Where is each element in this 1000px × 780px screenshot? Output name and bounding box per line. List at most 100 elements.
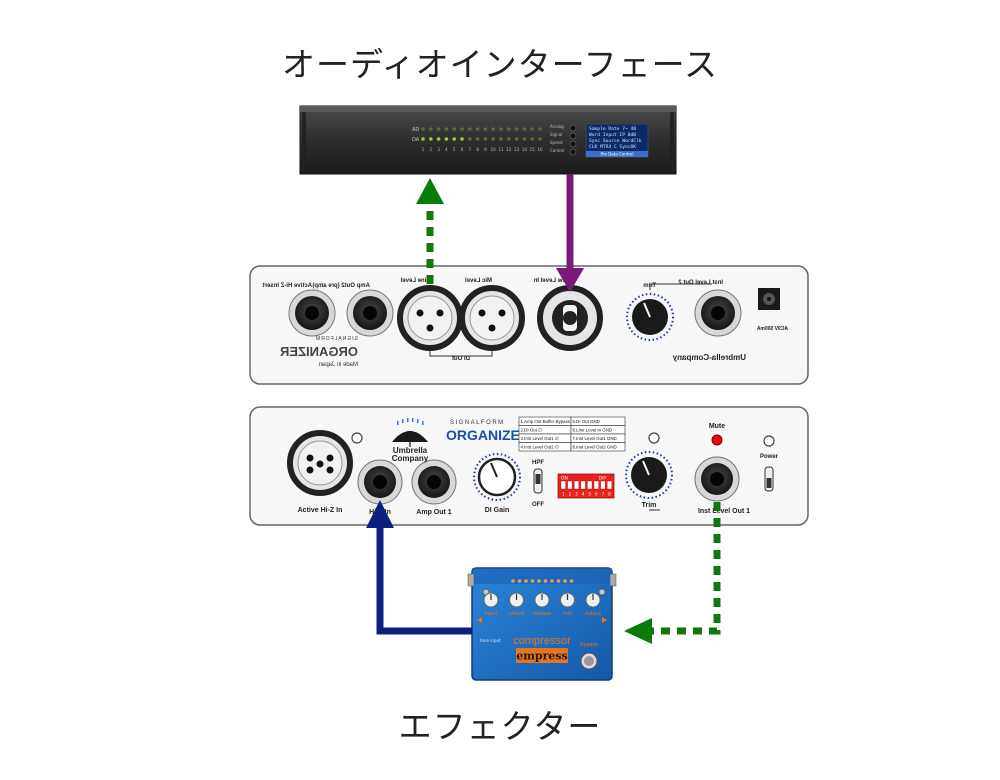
rack-led bbox=[499, 137, 503, 141]
rack-led bbox=[491, 137, 496, 141]
pedal-name: compressor bbox=[513, 635, 571, 647]
di-gain-label: DI Gain bbox=[485, 507, 510, 514]
rack-led bbox=[475, 137, 480, 141]
rack-row-label-da: DA bbox=[412, 137, 420, 143]
pedal-knob-label: output bbox=[585, 611, 602, 617]
pedal-knob-output[interactable] bbox=[585, 592, 601, 608]
bypass-label: bypass bbox=[580, 642, 598, 648]
rack-button[interactable] bbox=[569, 124, 577, 132]
rack-led bbox=[460, 137, 464, 141]
settings-table-text: 1.Amp Out Buffer Bypass bbox=[521, 419, 571, 424]
dip-key[interactable] bbox=[600, 480, 606, 490]
rack-button[interactable] bbox=[569, 148, 577, 156]
rack-led bbox=[522, 127, 527, 131]
dip-key[interactable] bbox=[587, 480, 593, 490]
rack-button[interactable] bbox=[569, 140, 577, 148]
pedal-knob-input[interactable] bbox=[483, 592, 499, 608]
rack-led bbox=[530, 127, 534, 131]
power-led bbox=[763, 435, 775, 447]
pedal-led bbox=[537, 579, 541, 583]
pedal-led bbox=[524, 579, 528, 583]
dip-key[interactable] bbox=[574, 480, 580, 490]
back-brand: ORGANIZER bbox=[279, 344, 358, 359]
settings-table-text: 6.Line Level In GND bbox=[573, 428, 613, 433]
back-brand-small: SIGNALFORM bbox=[315, 336, 358, 342]
dc-spec-label: AC9V 500mA bbox=[756, 326, 788, 332]
rack-button[interactable] bbox=[569, 132, 577, 140]
amp-out1-label: Amp Out 1 bbox=[416, 509, 451, 516]
rack-led bbox=[507, 137, 511, 141]
organizer-front-panel: Active Hi-Z In Hi-Z In Amp Out 1 Umbrell… bbox=[249, 406, 809, 526]
svg-text:ON: ON bbox=[561, 476, 568, 482]
rack-channel-number: 12 bbox=[506, 147, 512, 152]
rack-channel-number: 2 bbox=[430, 147, 433, 152]
pedal-knob-label: attack bbox=[509, 611, 525, 617]
dip-key-number: 1 bbox=[562, 492, 565, 497]
umbrella-company-logo: Umbrella Company bbox=[392, 418, 429, 463]
front-brand-small: SIGNALFORM bbox=[450, 420, 505, 426]
amp-out2-label: Amp Out2 (pre amp) bbox=[312, 283, 370, 289]
rack-led bbox=[468, 137, 472, 141]
rack-display-line: Sample Rate 7~ 48 bbox=[589, 126, 636, 132]
active-hiz-in-label: Active Hi-Z In bbox=[298, 507, 343, 514]
pedal-knob-attack[interactable] bbox=[509, 592, 524, 608]
rack-side-label: Control bbox=[550, 148, 564, 153]
settings-table-text: 2.DI Out ∅ bbox=[521, 428, 543, 433]
pedal-knob-label: release bbox=[533, 611, 551, 617]
rack-led bbox=[436, 137, 441, 141]
pedal-knob-release[interactable] bbox=[534, 592, 550, 608]
pedal-led bbox=[543, 579, 548, 583]
dip-key[interactable] bbox=[593, 480, 599, 490]
front-trim-label: Trim bbox=[642, 502, 657, 509]
settings-table-cell bbox=[570, 442, 626, 452]
dip-key-number: 2 bbox=[569, 492, 572, 497]
rack-led bbox=[468, 127, 472, 131]
rack-led bbox=[475, 127, 480, 131]
dip-key[interactable] bbox=[560, 480, 566, 490]
rack-led bbox=[483, 137, 488, 141]
rack-side-label: Speed bbox=[550, 140, 563, 145]
dip-key-number: 5 bbox=[588, 492, 591, 497]
settings-table-text: 4.Inst Level Out2 ∅ bbox=[521, 445, 559, 450]
rack-led bbox=[452, 137, 457, 141]
pedal-knob-mix[interactable] bbox=[560, 592, 575, 608]
dip-key[interactable] bbox=[607, 480, 613, 490]
rack-row-label-ad: AD bbox=[412, 127, 419, 133]
pedal-led bbox=[517, 579, 522, 583]
dip-key-number: 8 bbox=[608, 492, 611, 497]
dip-key[interactable] bbox=[567, 480, 573, 490]
dip-key-number: 7 bbox=[602, 492, 605, 497]
rack-channel-number: 4 bbox=[445, 147, 448, 152]
rack-led bbox=[514, 137, 519, 141]
dip-key-number: 3 bbox=[575, 492, 578, 497]
rack-side-label: Analog bbox=[550, 124, 564, 129]
settings-table-text: 7.Inst Level Out1 GND bbox=[573, 436, 617, 441]
svg-text:Umbrella: Umbrella bbox=[393, 446, 428, 455]
rack-channel-number: 5 bbox=[453, 147, 456, 152]
rack-channel-number: 9 bbox=[484, 147, 487, 152]
dip-key-number: 6 bbox=[595, 492, 598, 497]
front-led-trim bbox=[648, 432, 660, 444]
rack-led bbox=[436, 127, 441, 131]
rack-display-line: Word Input IP 0dB bbox=[589, 132, 636, 138]
hpf-off-label: OFF bbox=[532, 502, 544, 508]
rack-side-label: Signal bbox=[550, 132, 562, 137]
power-label: Power bbox=[760, 454, 779, 460]
di-out-label: DI Out bbox=[452, 356, 470, 362]
rack-channel-number: 15 bbox=[530, 147, 536, 152]
dip-key[interactable] bbox=[580, 480, 586, 490]
pedal-led bbox=[511, 579, 515, 583]
arrow-pedal-to-hiz-in bbox=[366, 500, 472, 635]
pedal-side-label: tone input bbox=[480, 638, 501, 643]
pedal-led bbox=[550, 579, 554, 583]
front-led-left bbox=[351, 432, 363, 444]
rack-led bbox=[491, 127, 496, 131]
rack-led bbox=[507, 127, 511, 131]
active-hiz-insert-label: Active Hi-Z Insert bbox=[263, 283, 312, 289]
line-level-in-label: Line Level In bbox=[533, 278, 570, 284]
pedal-led bbox=[556, 579, 561, 583]
rack-led bbox=[530, 137, 534, 141]
